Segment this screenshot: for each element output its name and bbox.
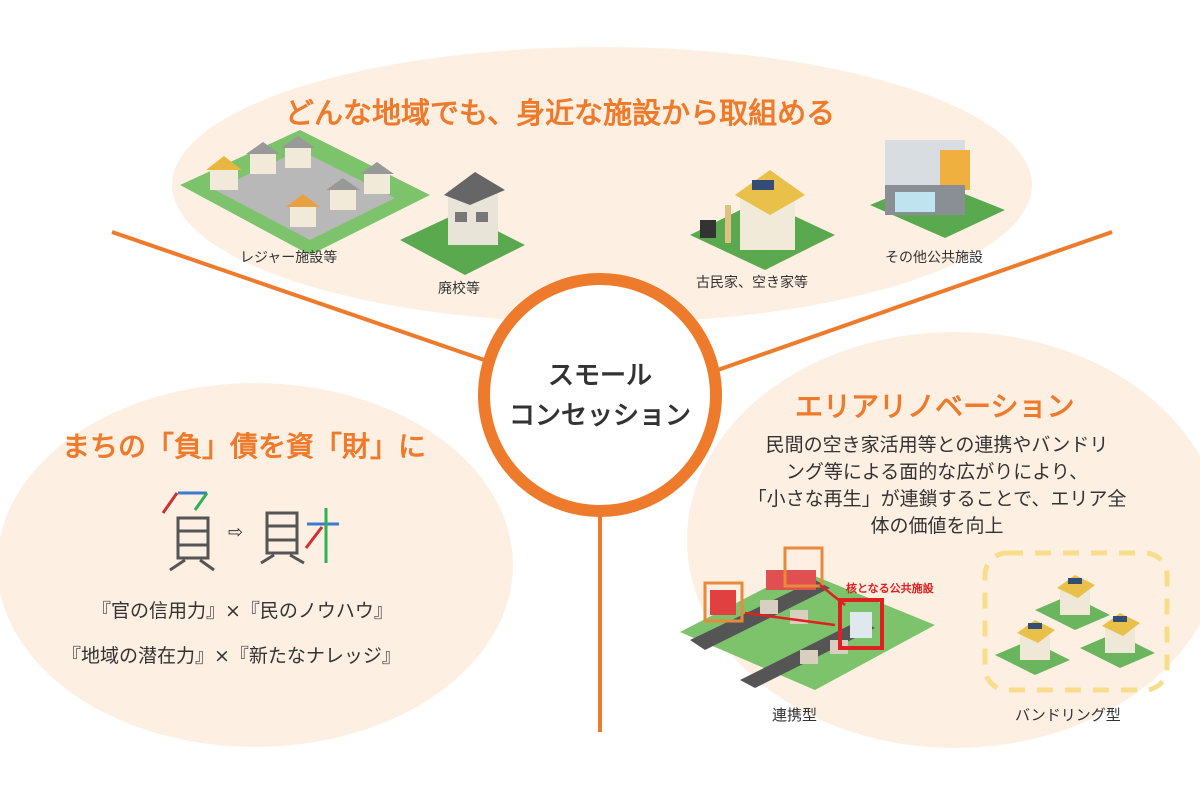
- old-house-illustration: [690, 170, 835, 270]
- right-title: エリアリノベーション: [795, 390, 1075, 423]
- label-leisure-facility: レジャー施設等: [240, 250, 338, 266]
- right-body-line: 民間の空き家活用等との連携やバンドリ: [765, 434, 1109, 456]
- right-body-line: ング等による面的な広がりにより、: [785, 461, 1089, 483]
- top-title: どんな地域でも、身近な施設から取組める: [285, 96, 836, 130]
- label-old-house: 古民家、空き家等: [696, 275, 808, 291]
- core-facility-label: 核となる公共施設: [846, 582, 934, 595]
- bundling-type-illustration: [982, 550, 1170, 693]
- left-title: まちの「負」債を資「財」に: [62, 430, 427, 463]
- left-bubble: [0, 383, 513, 747]
- asset-kanji-art: [260, 508, 339, 565]
- public-facility-illustration: [870, 140, 1005, 238]
- divider-right: [711, 230, 1113, 374]
- center-label-line1: スモール: [547, 361, 652, 391]
- right-body-line: 「小さな再生」が連鎖することで、エリア全: [747, 488, 1127, 510]
- right-body: 民間の空き家活用等との連携やバンドリ ング等による面的な広がりにより、 「小さな…: [732, 432, 1142, 540]
- label-abandoned-school: 廃校等: [438, 281, 480, 297]
- center-label-line2: コンセッション: [508, 401, 691, 431]
- collaboration-type-label: 連携型: [772, 706, 818, 724]
- collaboration-type-illustration: [680, 546, 935, 690]
- divider-left: [111, 230, 491, 364]
- leisure-facility-illustration: [180, 130, 430, 255]
- label-public-facility: その他公共施設: [885, 250, 983, 266]
- left-line1: 『官の信用力』×『民のノウハウ』: [92, 600, 393, 622]
- bundling-type-label: バンドリング型: [1015, 706, 1121, 724]
- center-circle: [478, 273, 722, 517]
- arrow-icon: ⇨: [228, 522, 244, 543]
- top-bubble: [172, 47, 1032, 323]
- left-line2: 『地域の潜在力』×『新たなナレッジ』: [62, 645, 401, 667]
- center-label: スモール コンセッション: [484, 356, 716, 436]
- abandoned-school-illustration: [400, 172, 525, 275]
- right-body-line: 体の価値を向上: [870, 515, 1004, 537]
- debt-kanji-art: [161, 491, 215, 572]
